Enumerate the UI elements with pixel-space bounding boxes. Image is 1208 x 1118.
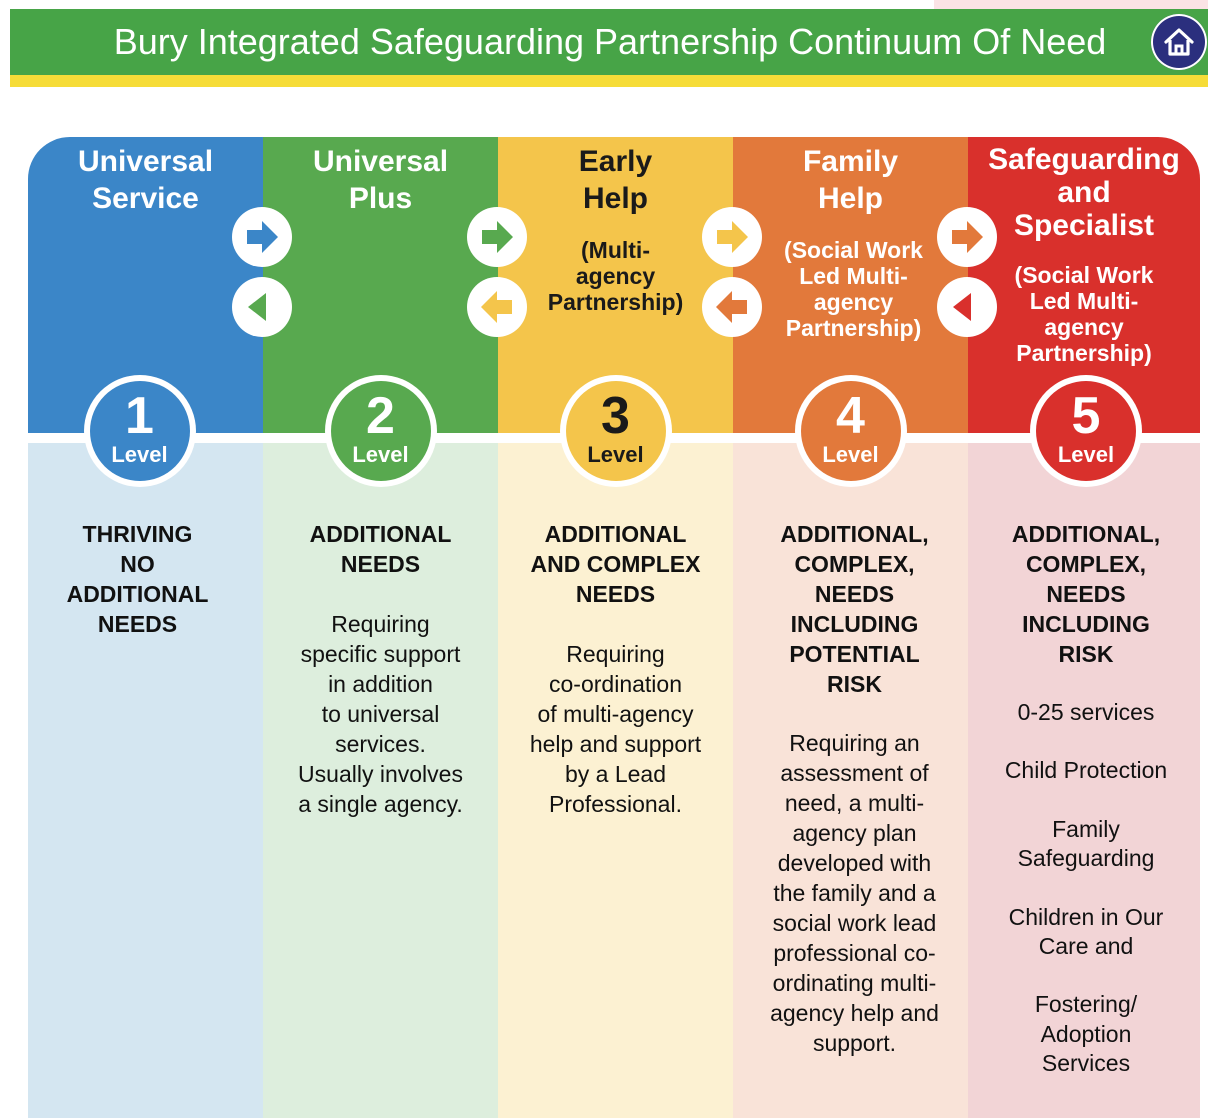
- level-4-body: [733, 443, 968, 1118]
- level-5-title: Safeguarding and Specialist: [988, 143, 1180, 242]
- level-label: Level: [1057, 442, 1115, 467]
- level-label: Level: [111, 442, 168, 467]
- arrow-left-icon: [248, 293, 266, 321]
- level-3-badge: 3 Level: [559, 375, 672, 487]
- level-2-need: ADDITIONAL NEEDS: [309, 521, 452, 577]
- level-3-column: Early Help (Multi- agency Partnership) 3…: [498, 137, 733, 1118]
- level-3-subtitle: (Multi- agency Partnership): [547, 237, 684, 315]
- arrow-2-to-3[interactable]: [467, 207, 527, 267]
- level-2-title: Universal Plus: [312, 145, 449, 215]
- arrow-right-icon: [717, 221, 748, 253]
- corner-tint: [934, 0, 1208, 9]
- level-3-body: [498, 443, 733, 1118]
- arrow-left-icon: [481, 291, 512, 323]
- level-5-body: [968, 443, 1200, 1118]
- level-number: 3: [601, 387, 630, 445]
- page-title: Bury Integrated Safeguarding Partnership…: [113, 21, 1107, 62]
- level-4-description: Requiring an assessment of need, a multi…: [770, 730, 939, 1056]
- arrow-3-to-4[interactable]: [702, 207, 762, 267]
- level-label: Level: [822, 442, 879, 467]
- arrow-2-to-1[interactable]: [232, 277, 292, 337]
- arrow-right-icon: [247, 221, 278, 253]
- arrow-left-icon: [716, 291, 747, 323]
- level-5-column: Safeguarding and Specialist (Social Work…: [968, 137, 1200, 1118]
- arrow-3-to-2[interactable]: [467, 277, 527, 337]
- level-4-title: Family Help: [802, 145, 899, 215]
- arrow-4-to-3[interactable]: [702, 277, 762, 337]
- level-2-body: [263, 443, 498, 1118]
- level-number: 1: [125, 387, 154, 445]
- level-4-column: Family Help (Social Work Led Multi- agen…: [733, 137, 968, 1118]
- level-2-column: Universal Plus 2 Level ADDITIONAL NEEDS …: [263, 137, 498, 1118]
- level-3-description: Requiring co-ordination of multi-agency …: [529, 641, 702, 817]
- level-5-badge: 5 Level: [1030, 375, 1142, 487]
- home-icon: [1164, 28, 1194, 56]
- level-4-need: ADDITIONAL, COMPLEX, NEEDS INCLUDING POT…: [780, 521, 929, 697]
- level-4-subtitle: (Social Work Led Multi- agency Partnersh…: [784, 237, 923, 341]
- level-5-subtitle: (Social Work Led Multi- agency Partnersh…: [1014, 262, 1154, 366]
- arrow-right-icon: [482, 221, 513, 253]
- arrow-right-icon: [952, 221, 983, 253]
- arrow-5-to-4[interactable]: [937, 277, 997, 337]
- level-3-title: Early Help: [578, 145, 653, 215]
- arrow-left-icon: [953, 293, 971, 321]
- header-bar: Bury Integrated Safeguarding Partnership…: [10, 9, 1208, 75]
- level-5-services: 0-25 services Child Protection Family Sa…: [1004, 699, 1168, 1077]
- level-5-need: ADDITIONAL, COMPLEX, NEEDS INCLUDING RIS…: [1011, 521, 1161, 667]
- level-number: 4: [836, 387, 865, 445]
- level-1-body: [28, 443, 263, 1118]
- level-3-need: ADDITIONAL AND COMPLEX NEEDS: [530, 521, 701, 607]
- level-number: 2: [366, 387, 395, 445]
- level-2-badge: 2 Level: [324, 375, 437, 487]
- header-underline: [10, 75, 1208, 87]
- level-1-title: Universal Service: [77, 145, 214, 215]
- level-label: Level: [587, 442, 644, 467]
- level-label: Level: [352, 442, 409, 467]
- home-button[interactable]: [1151, 14, 1207, 70]
- level-1-need: THRIVING NO ADDITIONAL NEEDS: [66, 521, 209, 637]
- arrow-4-to-5[interactable]: [937, 207, 997, 267]
- level-number: 5: [1071, 387, 1101, 445]
- continuum-board: Universal Service 1 Level THRIVING NO AD…: [28, 137, 1200, 1118]
- level-2-description: Requiring specific support in addition t…: [298, 611, 463, 817]
- level-1-badge: 1 Level: [83, 375, 196, 487]
- level-4-badge: 4 Level: [794, 375, 907, 487]
- arrow-1-to-2[interactable]: [232, 207, 292, 267]
- level-1-column: Universal Service 1 Level THRIVING NO AD…: [28, 137, 263, 1118]
